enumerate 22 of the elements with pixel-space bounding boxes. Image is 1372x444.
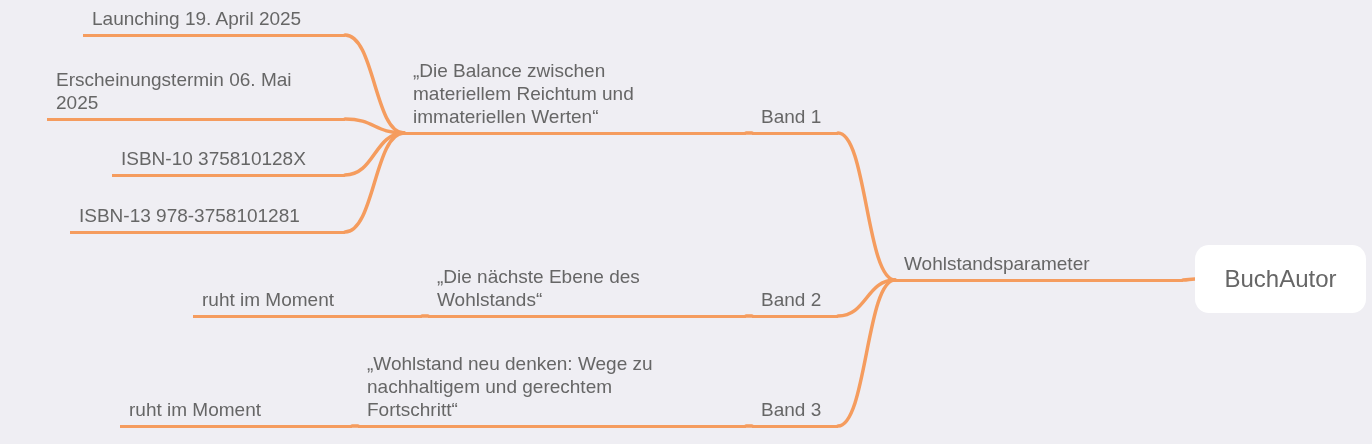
topic-label: Launching 19. April 2025 xyxy=(83,6,345,37)
branch-line xyxy=(836,278,897,428)
branch-line xyxy=(744,314,754,318)
branch-line xyxy=(1181,277,1197,282)
topic-label: „Wohlstand neu denken: Wege zu nachhaltigem und gerechtem Fortschritt“ xyxy=(358,351,746,428)
branch-line xyxy=(350,424,360,428)
topic-label: ruht im Moment xyxy=(193,287,422,318)
topic-label: Band 2 xyxy=(752,287,838,318)
central-topic-box: BuchAutor xyxy=(1195,245,1366,313)
topic-label: „Die Balance zwischen materiellem Reichtum und immateriellen Werten“ xyxy=(404,58,746,135)
topic-label: Band 1 xyxy=(752,104,838,135)
topic-label: Band 3 xyxy=(752,397,838,428)
topic-label: „Die nächste Ebene des Wohlstands“ xyxy=(428,264,746,318)
topic-label: ISBN-13 978-3758101281 xyxy=(70,203,345,234)
branch-line xyxy=(744,131,754,135)
branch-line xyxy=(343,131,406,234)
branch-line xyxy=(744,424,754,428)
topic-label: Erscheinungstermin 06. Mai 2025 xyxy=(47,67,345,121)
topic-label: ISBN-10 375810128X xyxy=(112,146,345,177)
topic-label: ruht im Moment xyxy=(120,397,352,428)
branch-line xyxy=(420,314,430,318)
topic-label: Wohlstandsparameter xyxy=(895,251,1183,282)
